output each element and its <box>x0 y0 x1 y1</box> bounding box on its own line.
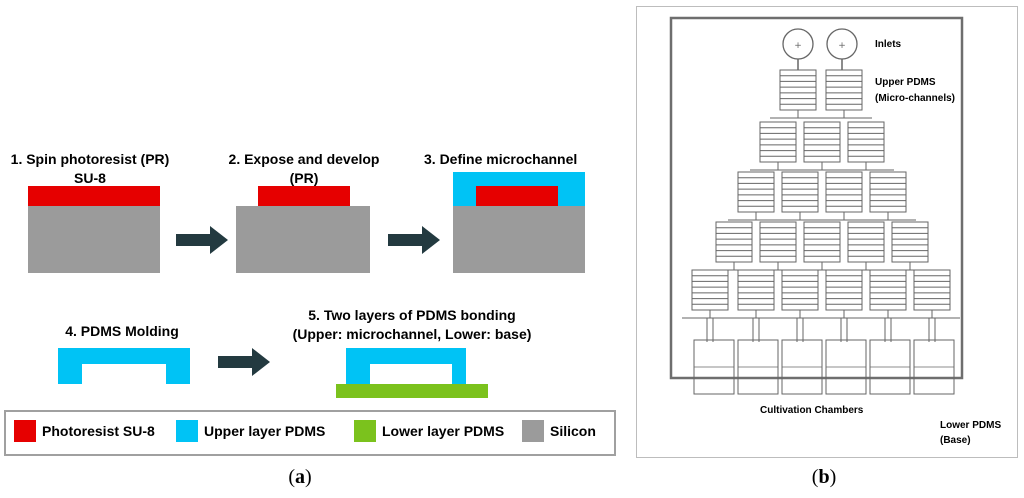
legend-label: Silicon <box>550 423 596 439</box>
label-inlets: Inlets <box>875 39 902 50</box>
microfluidic-chip-layout: ++ <box>636 6 1018 458</box>
step-1-title: 1. Spin photoresist (PR)SU-8 <box>10 151 170 186</box>
step-2-silicon-wafer <box>236 206 370 273</box>
process-arrow-1-icon <box>176 226 228 254</box>
legend-swatch-grey <box>522 420 544 442</box>
step-3-silicon-wafer <box>453 206 585 273</box>
step-1-silicon-wafer <box>28 206 160 273</box>
caption-a: (a) <box>288 466 312 488</box>
step-5-title: 5. Two layers of PDMS bonding(Upper: mic… <box>292 307 532 342</box>
legend-item-photoresist: Photoresist SU-8 <box>14 420 155 442</box>
inlet-symbol: + <box>838 41 846 51</box>
label-micro-channels: (Micro-channels) <box>875 93 956 104</box>
label-upper-pdms: Upper PDMS <box>875 77 936 88</box>
caption-b: (b) <box>811 466 837 488</box>
step-3-title: 3. Define microchannel <box>424 151 578 167</box>
inlet-symbol: + <box>794 41 802 51</box>
legend-box <box>4 410 616 456</box>
legend-item-silicon: Silicon <box>522 420 596 442</box>
legend-label: Photoresist SU-8 <box>42 423 155 439</box>
step-5-bonded-layers <box>336 348 488 398</box>
legend-item-upper-pdms: Upper layer PDMS <box>176 420 325 442</box>
legend-swatch-green <box>354 420 376 442</box>
step-3-photoresist-mold <box>476 186 558 206</box>
process-arrow-3-icon <box>218 348 270 376</box>
panel-b: ++ Inlets Upper PDMS (Micro-channels) Cu… <box>636 6 1018 488</box>
process-arrow-2-icon <box>388 226 440 254</box>
step-5-lower-pdms-layer <box>336 384 488 398</box>
upper-pdms-outline <box>669 16 964 380</box>
step-1-photoresist-layer <box>28 186 160 206</box>
step-4-pdms-molded-layer <box>58 348 190 384</box>
step-2-photoresist-pattern <box>258 186 350 206</box>
label-base: (Base) <box>940 435 971 446</box>
legend-item-lower-pdms: Lower layer PDMS <box>354 420 504 442</box>
step-5-upper-pdms-layer <box>346 348 466 384</box>
legend-label: Lower layer PDMS <box>382 423 505 439</box>
step-4-title: 4. PDMS Molding <box>65 323 179 339</box>
legend-swatch-red <box>14 420 36 442</box>
label-lower-pdms: Lower PDMS <box>940 420 1002 431</box>
legend-label: Upper layer PDMS <box>204 423 326 439</box>
label-cultivation-chambers: Cultivation Chambers <box>760 405 864 416</box>
legend-swatch-cyan <box>176 420 198 442</box>
step-2-title: 2. Expose and develop(PR) <box>228 151 380 186</box>
